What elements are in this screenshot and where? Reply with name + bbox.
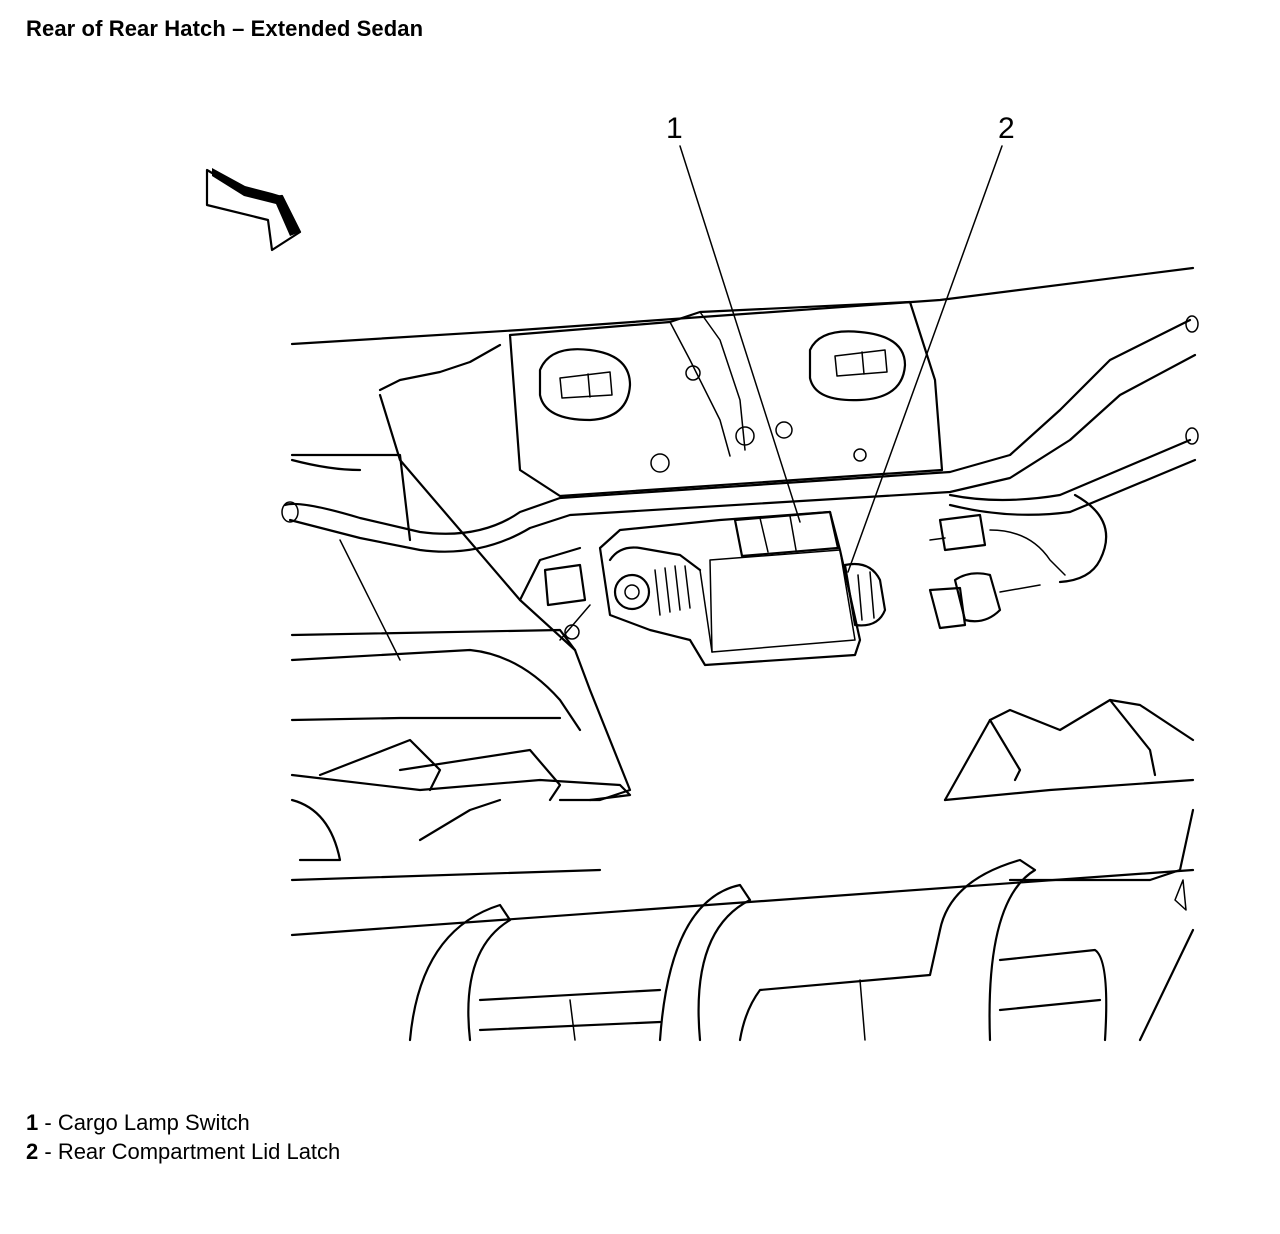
legend-item-separator: -	[38, 1139, 58, 1164]
wiring-harness	[281, 315, 1199, 584]
legend-item-label: Cargo Lamp Switch	[57, 1110, 250, 1135]
legend-item: 2 - Rear Compartment Lid Latch	[26, 1137, 340, 1166]
legend: 1 - Cargo Lamp Switch 2 - Rear Compartme…	[26, 1108, 340, 1166]
legend-item-separator: -	[38, 1110, 58, 1135]
bottom-trim-rail	[290, 858, 1195, 1042]
legend-item-number: 2	[26, 1139, 39, 1164]
callout-number-2: 2	[998, 112, 1015, 145]
harness-connectors	[928, 513, 1041, 630]
cargo-lamp-switch	[733, 510, 840, 558]
latch-bracket	[508, 300, 944, 498]
figure-title: Rear of Rear Hatch – Extended Sedan	[26, 16, 424, 41]
legend-item-label: Rear Compartment Lid Latch	[57, 1139, 341, 1164]
callout-number-1: 1	[666, 112, 683, 145]
left-body-structure	[290, 343, 632, 802]
view-direction-arrow-icon	[205, 168, 302, 252]
hatch-panel	[290, 266, 1195, 542]
lower-left-ribs	[290, 738, 632, 882]
callout-leaders	[679, 145, 1003, 573]
lower-right-ribs	[943, 698, 1195, 911]
legend-item-number: 1	[26, 1110, 39, 1135]
legend-item: 1 - Cargo Lamp Switch	[26, 1108, 340, 1137]
